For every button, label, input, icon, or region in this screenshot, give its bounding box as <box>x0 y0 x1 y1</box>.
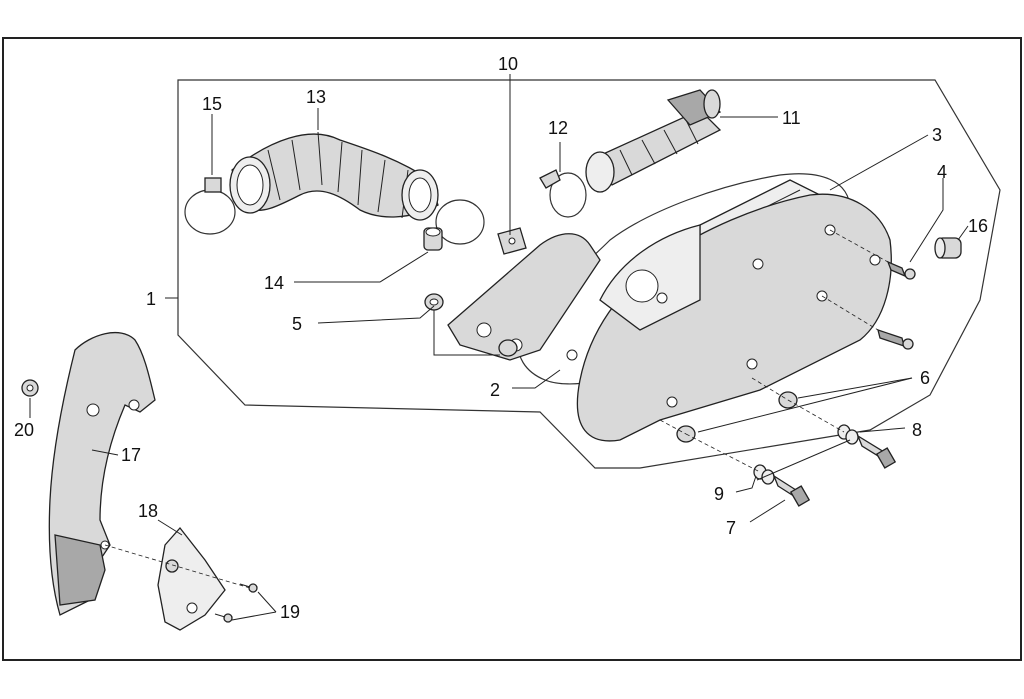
diagram-frame <box>2 37 1022 661</box>
bracket-plate <box>157 526 226 631</box>
bushing <box>424 293 518 357</box>
clip-nut <box>497 227 527 255</box>
callout-18: 18 <box>138 501 158 521</box>
callout-20: 20 <box>14 420 34 440</box>
spacer-axis-lower <box>659 419 687 435</box>
callout-labels: 1 2 3 4 5 6 7 8 9 10 11 12 13 14 15 16 1… <box>14 54 988 622</box>
intake-duct <box>585 89 722 193</box>
intake-hose <box>229 131 439 221</box>
callout-12: 12 <box>548 118 568 138</box>
nut <box>21 379 39 397</box>
screw-axis-lower <box>821 295 879 331</box>
spacer-axis-upper <box>751 377 789 401</box>
bolt-lower <box>753 464 811 507</box>
callout-14: 14 <box>264 273 284 293</box>
bolt-upper <box>837 424 897 469</box>
bolt-axis-lower <box>685 433 761 473</box>
callout-9: 9 <box>714 484 724 504</box>
callout-7: 7 <box>726 518 736 538</box>
gasket <box>518 173 851 385</box>
screw-upper <box>886 260 916 280</box>
callout-8: 8 <box>912 420 922 440</box>
callout-2: 2 <box>490 380 500 400</box>
bolt-axis-upper <box>787 399 845 433</box>
duct-clamp <box>539 169 587 218</box>
air-box-housing <box>566 193 892 442</box>
callout-17: 17 <box>121 445 141 465</box>
callout-16: 16 <box>968 216 988 236</box>
bracket-axis <box>104 544 251 589</box>
hose-clamp-left <box>184 177 236 235</box>
small-screw-lower <box>214 613 233 623</box>
callout-4: 4 <box>937 162 947 182</box>
plug <box>934 237 962 259</box>
screw-lower <box>877 329 914 350</box>
callout-11: 11 <box>782 108 801 128</box>
small-screw-upper <box>239 583 258 593</box>
hose-clamp-right <box>435 199 485 245</box>
cover-bracket <box>447 233 601 361</box>
assembly-group-outline <box>177 79 1001 469</box>
callout-1: 1 <box>146 289 156 309</box>
callout-13: 13 <box>306 87 326 107</box>
hose-clamp-screw <box>423 227 443 251</box>
callout-10: 10 <box>498 54 518 74</box>
leader-lines <box>29 74 969 621</box>
callout-3: 3 <box>932 125 942 145</box>
shield-panel <box>48 331 156 616</box>
callout-19: 19 <box>280 602 300 622</box>
callout-15: 15 <box>202 94 222 114</box>
callout-6: 6 <box>920 368 930 388</box>
callout-5: 5 <box>292 314 302 334</box>
